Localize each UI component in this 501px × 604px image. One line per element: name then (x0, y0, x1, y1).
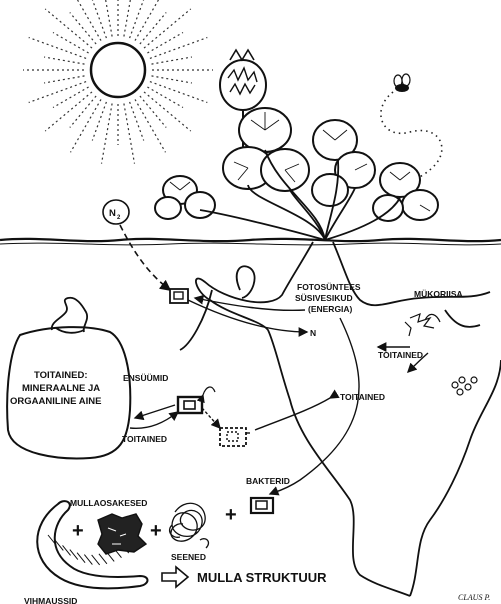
soil-aggregate-icon (97, 513, 148, 555)
sun-ray (52, 31, 89, 54)
plus-sign-1: + (72, 520, 84, 542)
label-mukoriisa: MÜKORIISA (414, 289, 463, 299)
sun-ray (76, 0, 102, 41)
label-fotosuntees: FOTOSÜNTEES (297, 282, 361, 292)
arrow-microbe-loop (196, 386, 216, 404)
arrow-enzymes-to-bag (133, 404, 176, 421)
n2-label: N (109, 208, 116, 219)
arrow-microbe-transform (201, 407, 221, 430)
sun-ray (139, 12, 167, 45)
sun-ray (134, 99, 167, 153)
sun-ray (52, 86, 89, 109)
arrow-to-n (187, 299, 309, 337)
sun-ray (105, 0, 113, 37)
sun-ray (123, 0, 131, 37)
sun-ray (91, 101, 107, 141)
clover-flower-icon (219, 48, 267, 150)
plant-stems (199, 149, 401, 241)
sun-ray (134, 0, 160, 41)
label-toitained-mid: TOITAINED (340, 392, 385, 402)
label-toitained-bottom: TOITAINED (122, 434, 167, 444)
microbe-box-dashed (219, 427, 247, 447)
sun-ray (28, 36, 87, 59)
sun-ray (149, 81, 208, 104)
sun-ray (91, 0, 107, 39)
sun-ray (147, 86, 184, 109)
artist-signature: CLAUS P. (458, 593, 490, 602)
label-vihmaussid: VIHMAUSSID (24, 596, 77, 604)
sun-ray (143, 8, 192, 49)
result-arrow-icon (161, 565, 190, 589)
arrow-toitained-mid (254, 389, 340, 431)
nutrient-bag (6, 296, 132, 460)
sun-ray (139, 95, 167, 128)
bag-line2: MINERAALNE JA (22, 383, 100, 394)
bacteria-box (249, 496, 275, 515)
ground-surface (0, 237, 501, 246)
sun-ray (123, 103, 136, 164)
sun-ray (69, 99, 102, 153)
sun-ray (129, 0, 145, 39)
sun-ray (44, 8, 93, 49)
arrow-energy-to-nodule (193, 294, 306, 312)
sun-ray (44, 91, 93, 132)
label-seened: SEENED (171, 552, 206, 562)
plus-sign-2: + (150, 520, 162, 542)
n2-molecule: N 2 (102, 199, 130, 225)
sun-ray (149, 36, 208, 59)
label-ensuumid: ENSÜÜMID (123, 373, 168, 383)
sun-ray (69, 12, 97, 45)
bag-line3: ORGAANILINE AINE (10, 396, 101, 407)
sun-ray (129, 101, 145, 141)
sun-ray (100, 103, 113, 164)
mycorrhiza-icon (404, 313, 441, 337)
leaf-veins (169, 112, 431, 212)
label-bakterid: BAKTERID (246, 476, 290, 486)
label-susivesikud: SÜSIVESIKUD (295, 293, 353, 303)
plus-sign-3: + (225, 504, 237, 526)
label-energia: (ENERGIA) (308, 304, 353, 314)
arrow-mukoriisa-down (407, 352, 429, 373)
label-toitained-right: TOITAINED (378, 350, 423, 360)
fungi-icon (168, 502, 210, 549)
arrow-bag-to-microbe (129, 411, 180, 429)
insect-icon (393, 73, 411, 92)
label-mulla-struktuur: MULLA STRUKTUUR (197, 570, 327, 585)
bag-line1: TOITAINED: (34, 370, 87, 381)
nodule-bacteria-box (169, 288, 189, 304)
sun-ray (43, 56, 85, 65)
root-nodules-icon (451, 376, 478, 396)
sun-ray (147, 31, 184, 54)
sun-ray (143, 91, 192, 132)
sun-ray (151, 75, 193, 84)
label-mullaosakesed: MULLAOSAKESED (70, 498, 147, 508)
sun-ray (28, 81, 87, 104)
sun-ray (151, 56, 193, 65)
n2-fixation-arrow (119, 224, 172, 291)
n2-subscript: 2 (117, 215, 121, 221)
arrow-energy-to-bakterid (268, 317, 360, 496)
microbe-box-solid (176, 395, 204, 415)
label-n: N (310, 328, 316, 338)
sun-ray (69, 95, 97, 128)
sun-ray (43, 75, 85, 84)
sun-icon (23, 0, 213, 164)
plant-root (179, 241, 501, 597)
